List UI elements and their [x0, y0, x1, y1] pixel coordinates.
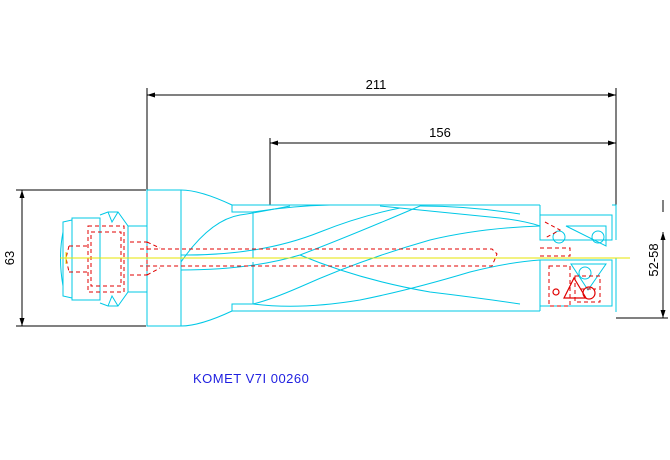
dim-drill-length: 156 — [429, 125, 451, 140]
coolant-bore — [140, 248, 498, 267]
insert-pocket-top — [539, 214, 613, 241]
center-line — [60, 252, 630, 264]
dim-shank-diameter: 63 — [2, 251, 17, 265]
dimension-arrows — [19, 92, 666, 326]
coupling-tip — [62, 219, 73, 299]
insert-screw-top — [552, 230, 566, 244]
dimension-lines — [16, 88, 668, 327]
coupling-end — [71, 217, 101, 301]
insert-pocket-bottom — [539, 259, 613, 307]
dim-overall-length: 211 — [366, 77, 387, 92]
drawing-caption: KOMET V7I 00260 — [193, 371, 309, 386]
tool-outline — [60, 189, 617, 327]
insert-screw-bottom — [578, 266, 592, 280]
head-solid-red — [552, 276, 596, 300]
dim-cut-diameter: 52-58 — [646, 243, 661, 276]
hidden-lines — [65, 221, 601, 307]
